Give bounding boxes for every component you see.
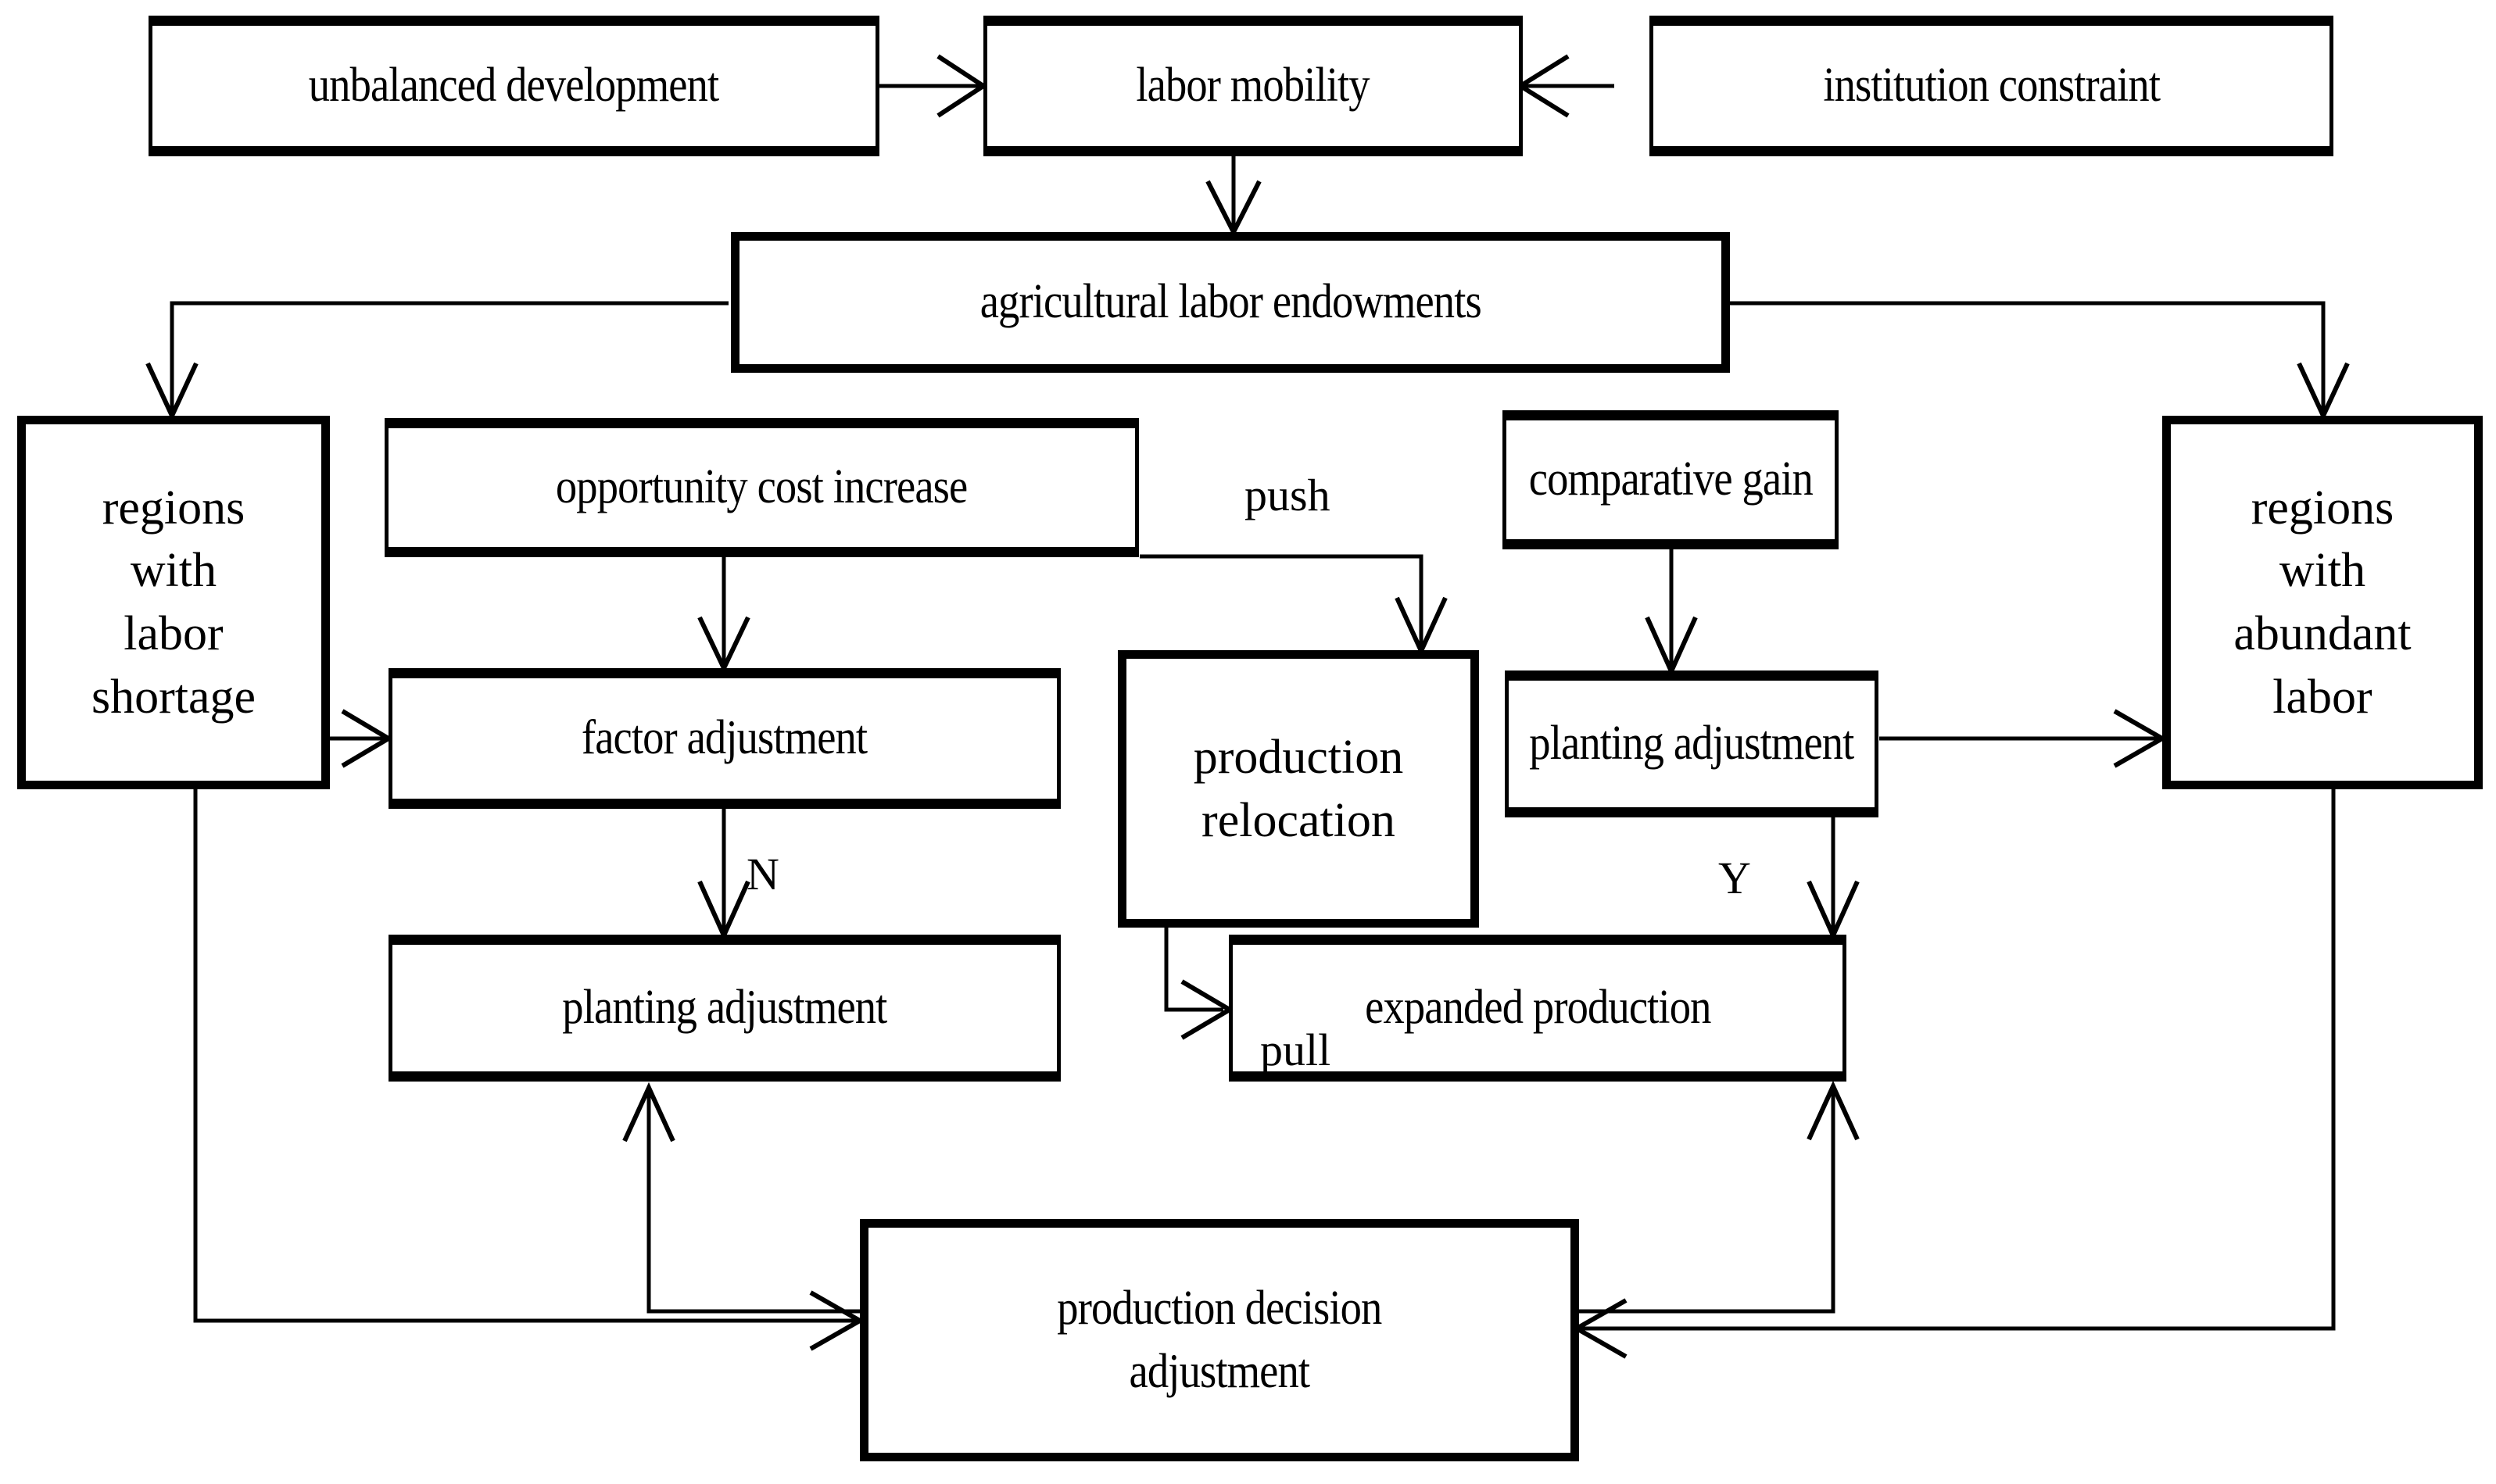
node-labor-mobility[interactable]: labor mobility xyxy=(983,16,1523,156)
edge-decision-to-expanded xyxy=(1575,1091,1835,1314)
node-opportunity-cost-increase[interactable]: opportunity cost increase xyxy=(385,418,1139,557)
node-planting-adjustment-left[interactable]: planting adjustment xyxy=(389,935,1061,1082)
node-label: factor adjustment xyxy=(582,711,868,765)
node-label: agricultural labor endowments xyxy=(979,275,1481,329)
arrowhead-planting-right-to-expanded xyxy=(1807,880,1860,942)
edge-label-branch-no: N xyxy=(747,849,779,899)
node-regions-with-abundant-labor[interactable]: regions with abundant labor xyxy=(2162,416,2483,789)
arrowhead-left-region-to-factor xyxy=(341,709,393,768)
arrowhead-mobility-to-endowments xyxy=(1205,180,1262,238)
node-label: production relocation xyxy=(1193,730,1404,847)
node-label: regions with abundant labor xyxy=(2233,481,2412,724)
arrowhead-decision-to-planting-left xyxy=(622,1082,675,1143)
arrowhead-opportunity-to-factor xyxy=(697,616,750,674)
node-planting-adjustment-right[interactable]: planting adjustment xyxy=(1505,670,1878,817)
node-label: production decision adjustment xyxy=(1057,1282,1382,1398)
node-production-decision-adjustment[interactable]: production decision adjustment xyxy=(860,1219,1579,1461)
node-production-relocation[interactable]: production relocation xyxy=(1118,650,1479,928)
node-institution-constraint[interactable]: institution constraint xyxy=(1649,16,2333,156)
arrowhead-right-region-to-decision xyxy=(1571,1298,1628,1359)
arrowhead-endowments-to-right-region xyxy=(2297,362,2350,422)
node-comparative-gain[interactable]: comparative gain xyxy=(1502,410,1839,549)
arrowhead-comparative-to-planting-right xyxy=(1645,616,1698,678)
edge-push-to-relocation xyxy=(1140,554,1423,645)
node-label: expanded production xyxy=(1364,981,1711,1035)
node-label: unbalanced development xyxy=(309,59,719,113)
node-label: planting adjustment xyxy=(562,981,887,1035)
arrowhead-institution-to-mobility xyxy=(1516,54,1570,118)
edge-decision-to-planting-left xyxy=(646,1092,860,1314)
edge-endowments-to-right-region xyxy=(1729,301,2326,410)
node-label: institution constraint xyxy=(1823,59,2161,113)
arrowhead-left-region-to-decision xyxy=(809,1290,865,1351)
edge-label-pull: pull xyxy=(1260,1024,1331,1075)
arrowhead-endowments-to-left-region xyxy=(145,362,199,422)
node-label: comparative gain xyxy=(1528,452,1813,506)
node-label: opportunity cost increase xyxy=(556,460,968,514)
arrowhead-factor-to-planting-left xyxy=(697,880,750,942)
edge-endowments-to-left-region xyxy=(170,301,729,410)
node-unbalanced-development[interactable]: unbalanced development xyxy=(149,16,879,156)
node-label: planting adjustment xyxy=(1529,717,1854,771)
edge-pull-to-expanded xyxy=(1164,927,1223,1012)
edge-label-branch-yes: Y xyxy=(1718,853,1751,903)
arrowhead-planting-right-to-right-region xyxy=(2113,709,2168,768)
node-agricultural-labor-endowments[interactable]: agricultural labor endowments xyxy=(731,232,1730,373)
node-regions-with-labor-shortage[interactable]: regions with labor shortage xyxy=(17,416,330,789)
edge-label-push: push xyxy=(1244,470,1330,520)
arrowhead-decision-to-expanded xyxy=(1807,1080,1860,1141)
node-label: regions with labor shortage xyxy=(91,481,256,724)
node-label: labor mobility xyxy=(1136,59,1370,113)
arrowhead-pull-to-expanded xyxy=(1180,979,1234,1040)
arrowhead-push-to-relocation xyxy=(1395,596,1448,657)
arrowhead-unbalanced-to-mobility xyxy=(936,54,988,118)
node-factor-adjustment[interactable]: factor adjustment xyxy=(389,668,1061,809)
